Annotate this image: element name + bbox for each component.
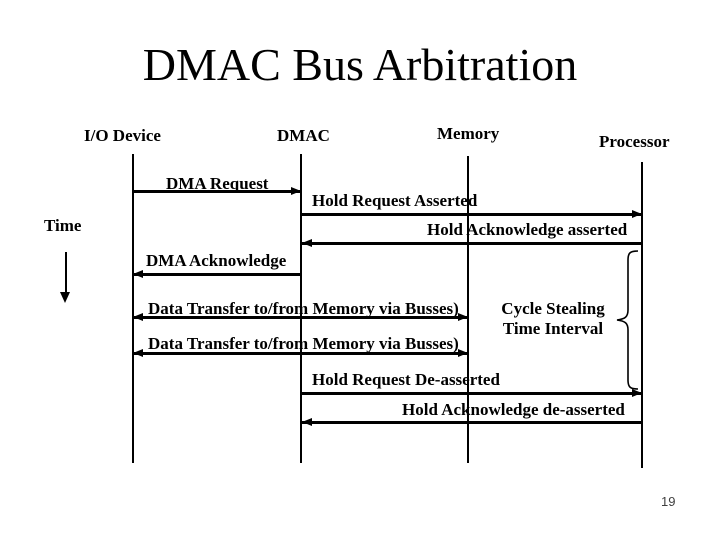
arrowhead-right-icon: [632, 210, 642, 218]
message-line: [133, 352, 468, 355]
arrowhead-left-icon: [302, 239, 312, 247]
message-line: [301, 392, 642, 395]
message-label: Data Transfer to/from Memory via Busses): [148, 334, 459, 353]
message-line: [133, 316, 468, 319]
message-label: Hold Acknowledge de-asserted: [402, 400, 625, 419]
message-line: [133, 273, 301, 276]
arrowhead-right-icon: [291, 187, 301, 195]
time-axis-label: Time: [44, 216, 82, 235]
lifeline-processor: [641, 162, 643, 468]
column-header-io-device: I/O Device: [84, 126, 161, 145]
time-axis-line: [65, 252, 67, 294]
message-label: Hold Request De-asserted: [312, 370, 500, 389]
arrowhead-left-icon: [133, 313, 143, 321]
cycle-stealing-annotation: Cycle Stealing Time Interval: [483, 299, 623, 339]
page-number: 19: [661, 494, 676, 509]
message-line: [133, 190, 301, 193]
message-label: Hold Acknowledge asserted: [427, 220, 628, 239]
message-line: [302, 242, 642, 245]
arrowhead-right-icon: [458, 349, 468, 357]
arrowhead-right-icon: [458, 313, 468, 321]
arrowhead-left-icon: [133, 349, 143, 357]
message-label: DMA Request: [166, 174, 269, 193]
message-label: Hold Request Asserted: [312, 191, 478, 210]
arrowhead-left-icon: [133, 270, 143, 278]
annotation-line-2: Time Interval: [502, 319, 604, 338]
message-line: [302, 421, 642, 424]
message-label: DMA Acknowledge: [146, 251, 287, 270]
arrowhead-right-icon: [632, 389, 642, 397]
message-label: Data Transfer to/from Memory via Busses): [148, 299, 459, 318]
arrowhead-left-icon: [302, 418, 312, 426]
column-header-processor: Processor: [599, 132, 670, 151]
column-header-dmac: DMAC: [277, 126, 330, 145]
time-axis-arrowhead-down-icon: [60, 292, 70, 303]
lifeline-memory: [467, 156, 469, 463]
annotation-line-1: Cycle Stealing: [501, 299, 605, 318]
column-header-memory: Memory: [437, 124, 500, 143]
lifeline-io-device: [132, 154, 134, 463]
slide-title: DMAC Bus Arbitration: [142, 39, 578, 90]
lifeline-dmac: [300, 154, 302, 463]
message-line: [301, 213, 642, 216]
cycle-stealing-brace: [616, 250, 639, 390]
